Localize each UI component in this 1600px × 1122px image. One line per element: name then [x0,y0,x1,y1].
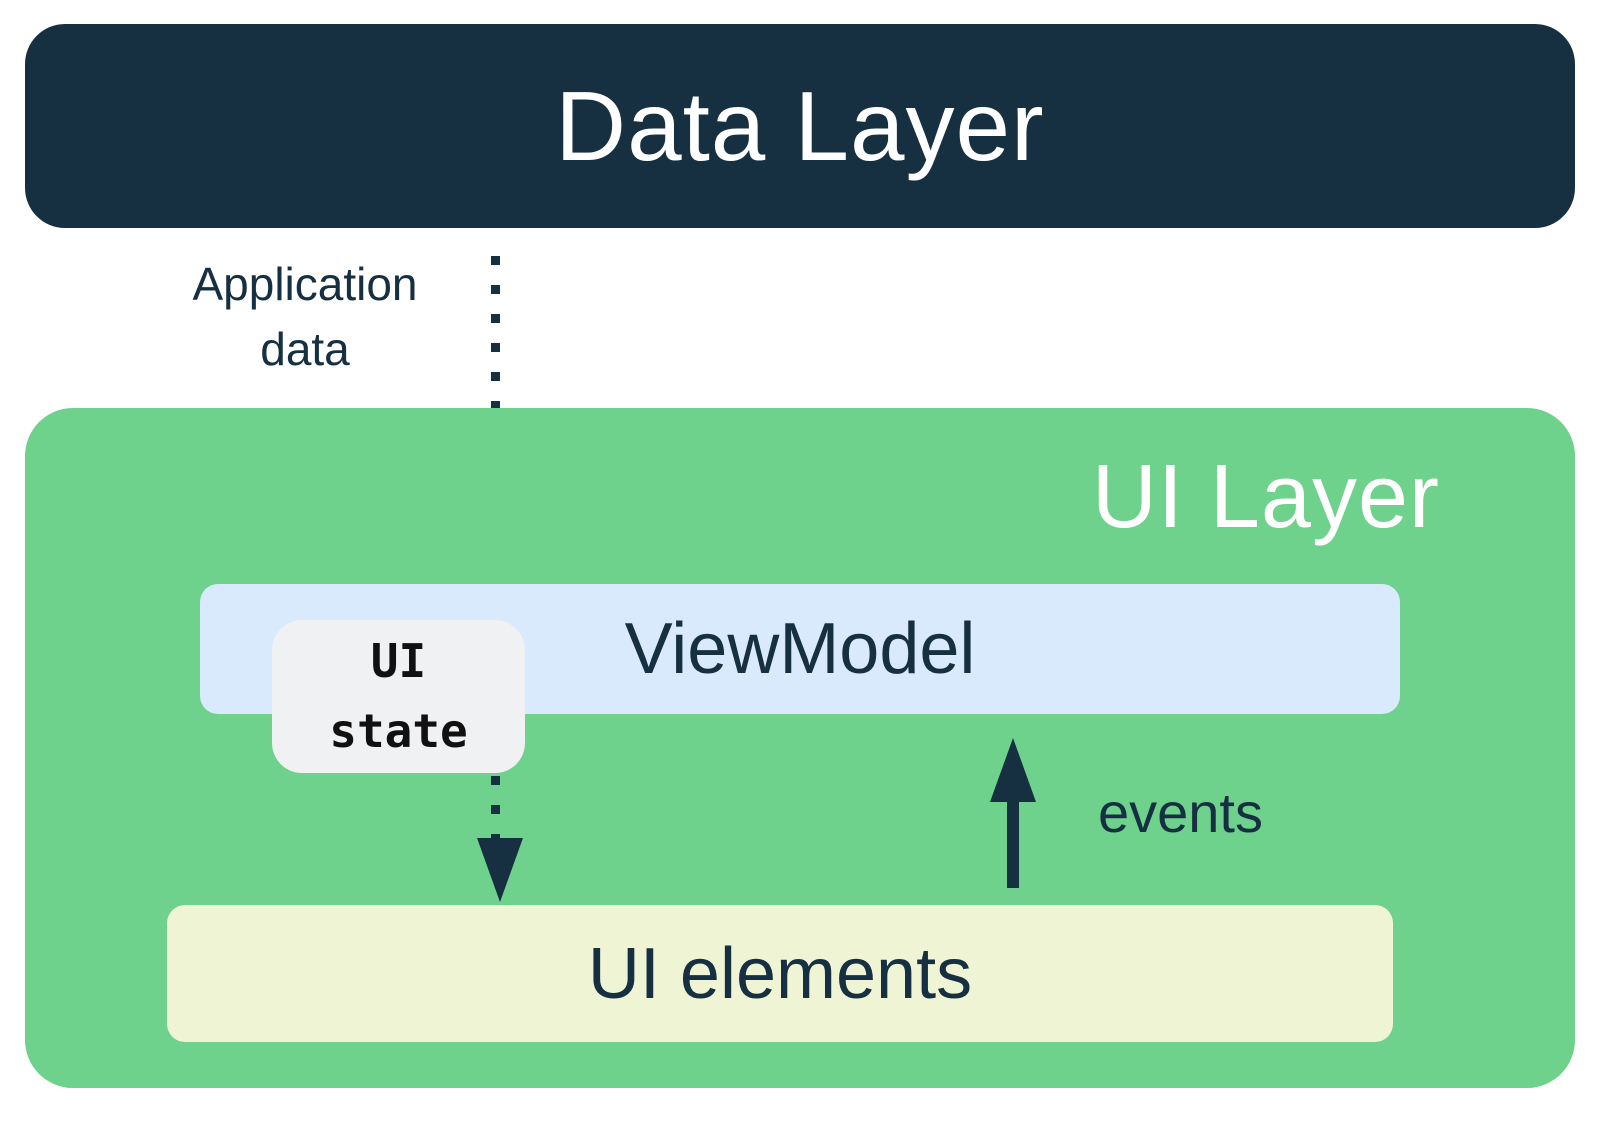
ui-state-badge-line1: UI [370,633,427,688]
ui-elements-label: UI elements [587,933,973,1014]
events-arrow-shaft [1007,798,1019,888]
application-data-label: Application data [130,252,480,383]
events-label: events [1098,781,1263,844]
application-data-label-line1: Application [192,258,418,310]
ui-elements-box: UI elements [167,905,1393,1042]
ui-state-dotted-line [491,776,500,838]
viewmodel-label: ViewModel [624,609,976,689]
ui-state-badge-line2: state [329,703,468,758]
data-layer-label: Data Layer [555,70,1045,181]
data-layer-box: Data Layer [25,24,1575,228]
ui-layer-box: UI Layer ViewModel UI state UI elements … [25,408,1575,1088]
events-arrowhead-up-icon [990,738,1036,802]
ui-layer-label: UI Layer [1091,447,1440,547]
application-data-dotted-line [491,256,500,506]
application-data-label-line2: data [260,323,350,376]
ui-state-badge: UI state [272,620,525,773]
ui-state-arrowhead-down-icon [477,838,523,902]
